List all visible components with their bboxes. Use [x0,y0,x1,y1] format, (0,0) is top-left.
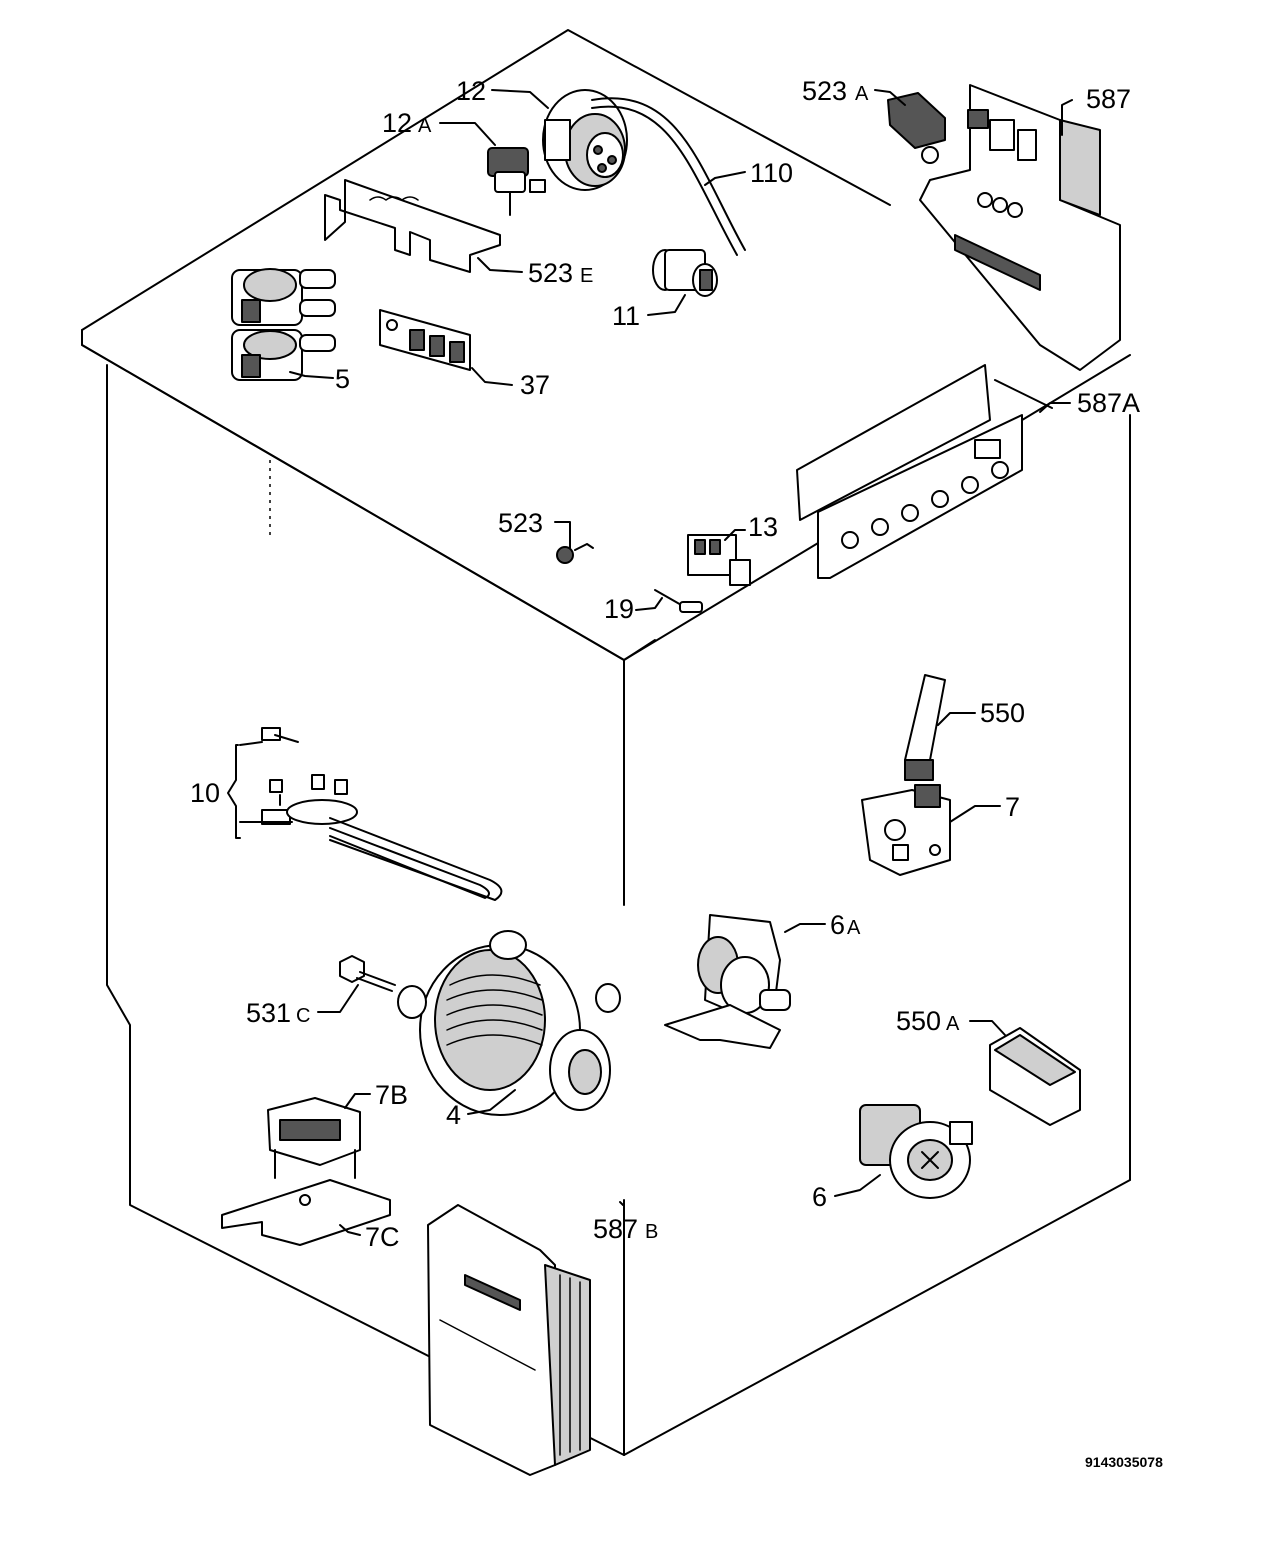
label-587b-suffix: B [645,1221,658,1243]
label-19: 19 [604,594,634,624]
part-587-control-module [919,84,1121,371]
label-550: 550 [980,698,1025,728]
label-12: 12 [456,76,486,106]
label-6a-suffix: A [847,917,861,939]
part-labels: 12 12 A 110 523 A 587 523 E 11 5 37 587A… [190,76,1163,1470]
label-550a-suffix: A [946,1013,960,1035]
label-531c: 531 [246,998,291,1028]
label-11: 11 [612,301,640,331]
part-6-motor [859,1104,973,1199]
label-7c: 7C [365,1222,400,1252]
label-10: 10 [190,778,220,808]
label-4: 4 [446,1100,461,1130]
label-110: 110 [750,158,793,188]
part-6a-drain-pump [664,914,791,1049]
label-550a: 550 [896,1006,941,1036]
label-523e-suffix: E [580,265,593,287]
part-7c-base-plate [221,1179,391,1246]
label-523: 523 [498,508,543,538]
part-587a-control-panel [796,364,1023,579]
part-13-door-lock [687,534,751,586]
part-523e-bracket [324,179,501,273]
part-531c-screw [339,955,396,992]
part-110-hose [591,97,746,256]
label-37: 37 [520,370,550,400]
document-number: 9143035078 [1085,1454,1163,1470]
part-11-capacitor [652,249,718,297]
part-19-sensor [654,589,703,613]
part-7-module [861,784,951,876]
label-587a: 587A [1077,388,1140,418]
part-587b-module [427,1204,591,1476]
label-12a-suffix: A [418,115,432,137]
label-523a-suffix: A [855,83,869,105]
label-587b: 587 [593,1214,638,1244]
label-7b: 7B [375,1080,408,1110]
label-6: 6 [812,1182,827,1212]
label-587: 587 [1086,84,1131,114]
part-550a-cover [989,1027,1081,1126]
label-523e: 523 [528,258,573,288]
part-523a-clip [887,92,946,164]
part-4-motor [397,930,621,1116]
part-12a-small-pressure-switch [487,147,546,216]
label-5: 5 [335,364,350,394]
label-7: 7 [1005,792,1020,822]
part-12-pressure-switch [542,89,628,191]
part-37-terminal-block [379,309,471,371]
part-550-lever [904,674,946,781]
part-523-small-clip [556,543,594,564]
leader-lines [227,89,1073,1236]
label-531c-suffix: C [296,1005,310,1027]
part-5-water-valves [231,268,336,381]
label-12a: 12 [382,108,412,138]
label-6a: 6 [830,910,845,940]
part-7b-bracket [267,1097,361,1179]
label-13: 13 [748,512,778,542]
part-10-heating-element [261,727,503,901]
label-523a: 523 [802,76,847,106]
